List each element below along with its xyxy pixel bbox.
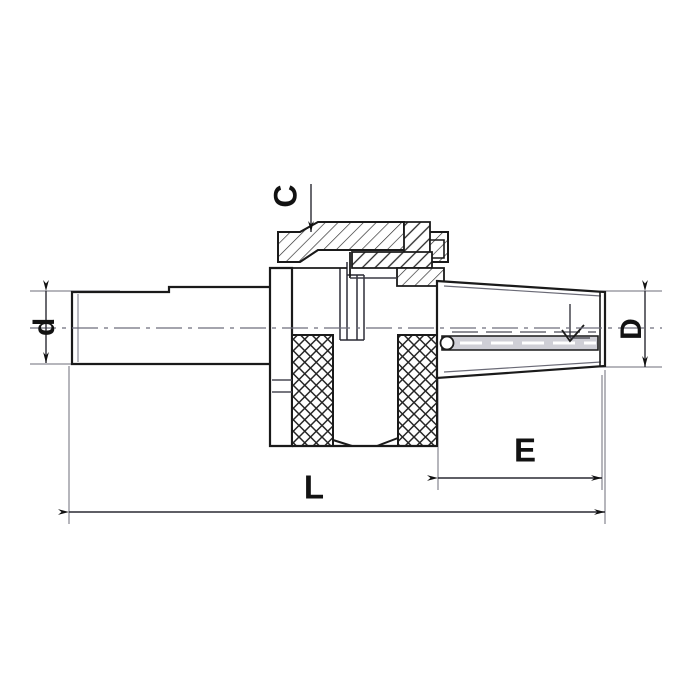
dimension-E-label: E xyxy=(514,432,536,469)
nut-middle-face xyxy=(333,335,398,446)
knurl-band-left xyxy=(291,334,334,447)
taper-inner-top xyxy=(443,285,602,297)
taper-outline xyxy=(435,279,607,380)
nut-left-wall xyxy=(268,266,294,448)
dimension-E: E xyxy=(427,432,602,481)
top-collar-section xyxy=(277,221,449,287)
shank-outline xyxy=(70,285,274,366)
knurl-band-right xyxy=(397,334,438,447)
collar-flange xyxy=(351,251,433,269)
surface-finish-icon xyxy=(561,324,585,343)
dimension-L: L xyxy=(58,469,605,515)
dimension-d-label: d xyxy=(28,318,61,336)
dimension-d: d xyxy=(28,280,61,363)
collet-slot-end-hole xyxy=(439,335,455,351)
dimension-c: C xyxy=(267,184,314,232)
dimension-L-label: L xyxy=(304,469,324,506)
dimension-D: D xyxy=(615,280,648,367)
taper-inner-bottom xyxy=(443,361,602,373)
dimension-D-label: D xyxy=(615,318,648,340)
shank-body xyxy=(70,285,274,366)
taper-nose xyxy=(435,279,607,380)
body-block xyxy=(268,262,438,448)
dimension-c-label: C xyxy=(267,184,303,207)
